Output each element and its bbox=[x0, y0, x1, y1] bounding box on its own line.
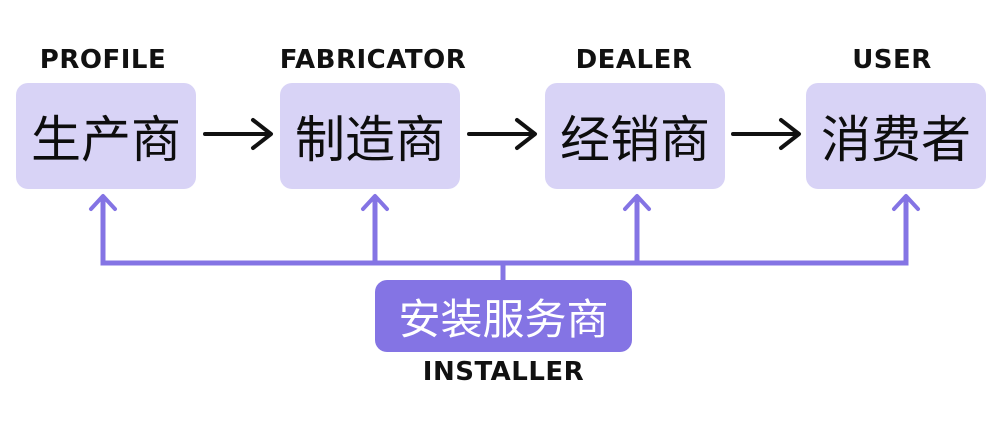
stage-box-profile: 生产商 bbox=[16, 83, 196, 189]
stage-box-fabricator: 制造商 bbox=[280, 83, 460, 189]
feedback-arrowhead-dealer bbox=[623, 194, 651, 211]
stage-title-dealer: 经销商 bbox=[560, 111, 710, 169]
flow-arrow-2 bbox=[467, 118, 537, 150]
stage-box-dealer: 经销商 bbox=[545, 83, 725, 189]
stage-box-user: 消费者 bbox=[806, 83, 986, 189]
stage-label-dealer: DEALER bbox=[575, 45, 693, 75]
feedback-arrowhead-fabricator bbox=[361, 194, 389, 211]
feedback-arrowhead-profile bbox=[89, 194, 117, 211]
flow-arrow-1 bbox=[203, 118, 273, 150]
feedback-arrowhead-user bbox=[892, 194, 920, 211]
stage-label-profile: PROFILE bbox=[39, 45, 167, 75]
stage-label-fabricator: FABRICATOR bbox=[279, 45, 467, 75]
stage-title-fabricator: 制造商 bbox=[295, 111, 445, 169]
stage-label-user: USER bbox=[852, 45, 932, 75]
stage-title-profile: 生产商 bbox=[31, 111, 181, 169]
stage-title-user: 消费者 bbox=[821, 111, 971, 169]
installer-box: 安装服务商 bbox=[375, 280, 632, 352]
flow-arrow-3 bbox=[731, 118, 801, 150]
installer-label: INSTALLER bbox=[422, 357, 585, 387]
installer-title: 安装服务商 bbox=[398, 294, 609, 344]
